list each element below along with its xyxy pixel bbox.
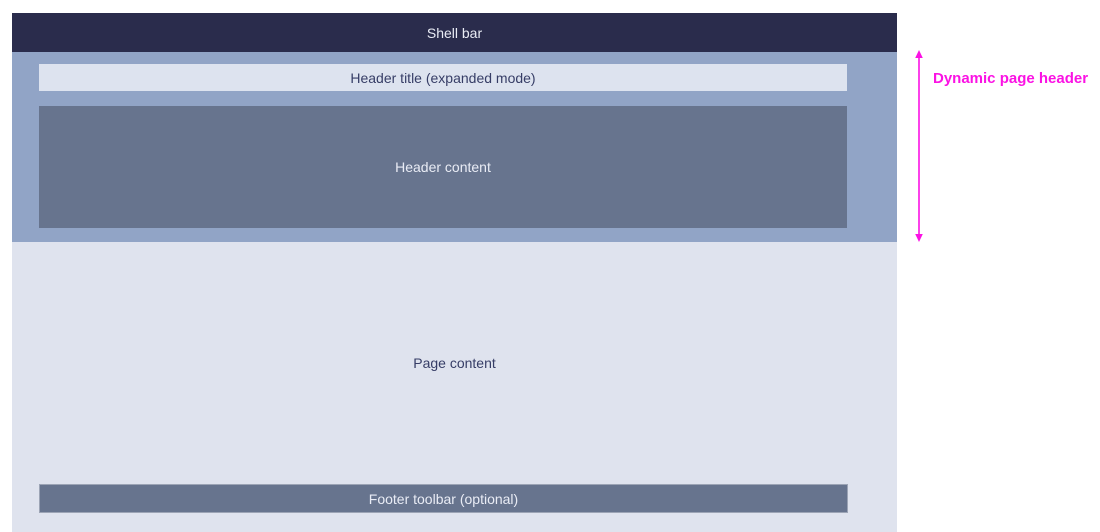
header-content-box: Header content (39, 106, 847, 228)
page-content-label: Page content (413, 355, 496, 371)
dynamic-page-header-region: Header title (expanded mode) Header cont… (12, 52, 897, 242)
header-title-bar: Header title (expanded mode) (39, 64, 847, 91)
footer-toolbar-label: Footer toolbar (optional) (368, 490, 519, 507)
header-title-label: Header title (expanded mode) (350, 69, 536, 86)
page-content-label-wrap: Page content (12, 242, 897, 484)
header-content-label: Header content (395, 159, 491, 175)
app-page-frame: Shell bar Header title (expanded mode) H… (12, 13, 897, 532)
page-content-region: Page content Footer toolbar (optional) (12, 242, 897, 532)
shell-bar-label: Shell bar (426, 24, 483, 41)
footer-toolbar: Footer toolbar (optional) (39, 484, 848, 513)
shell-bar: Shell bar (12, 13, 897, 52)
annotation-dynamic-page-header: Dynamic page header (933, 70, 1089, 87)
vertical-double-arrow-icon (915, 50, 923, 242)
